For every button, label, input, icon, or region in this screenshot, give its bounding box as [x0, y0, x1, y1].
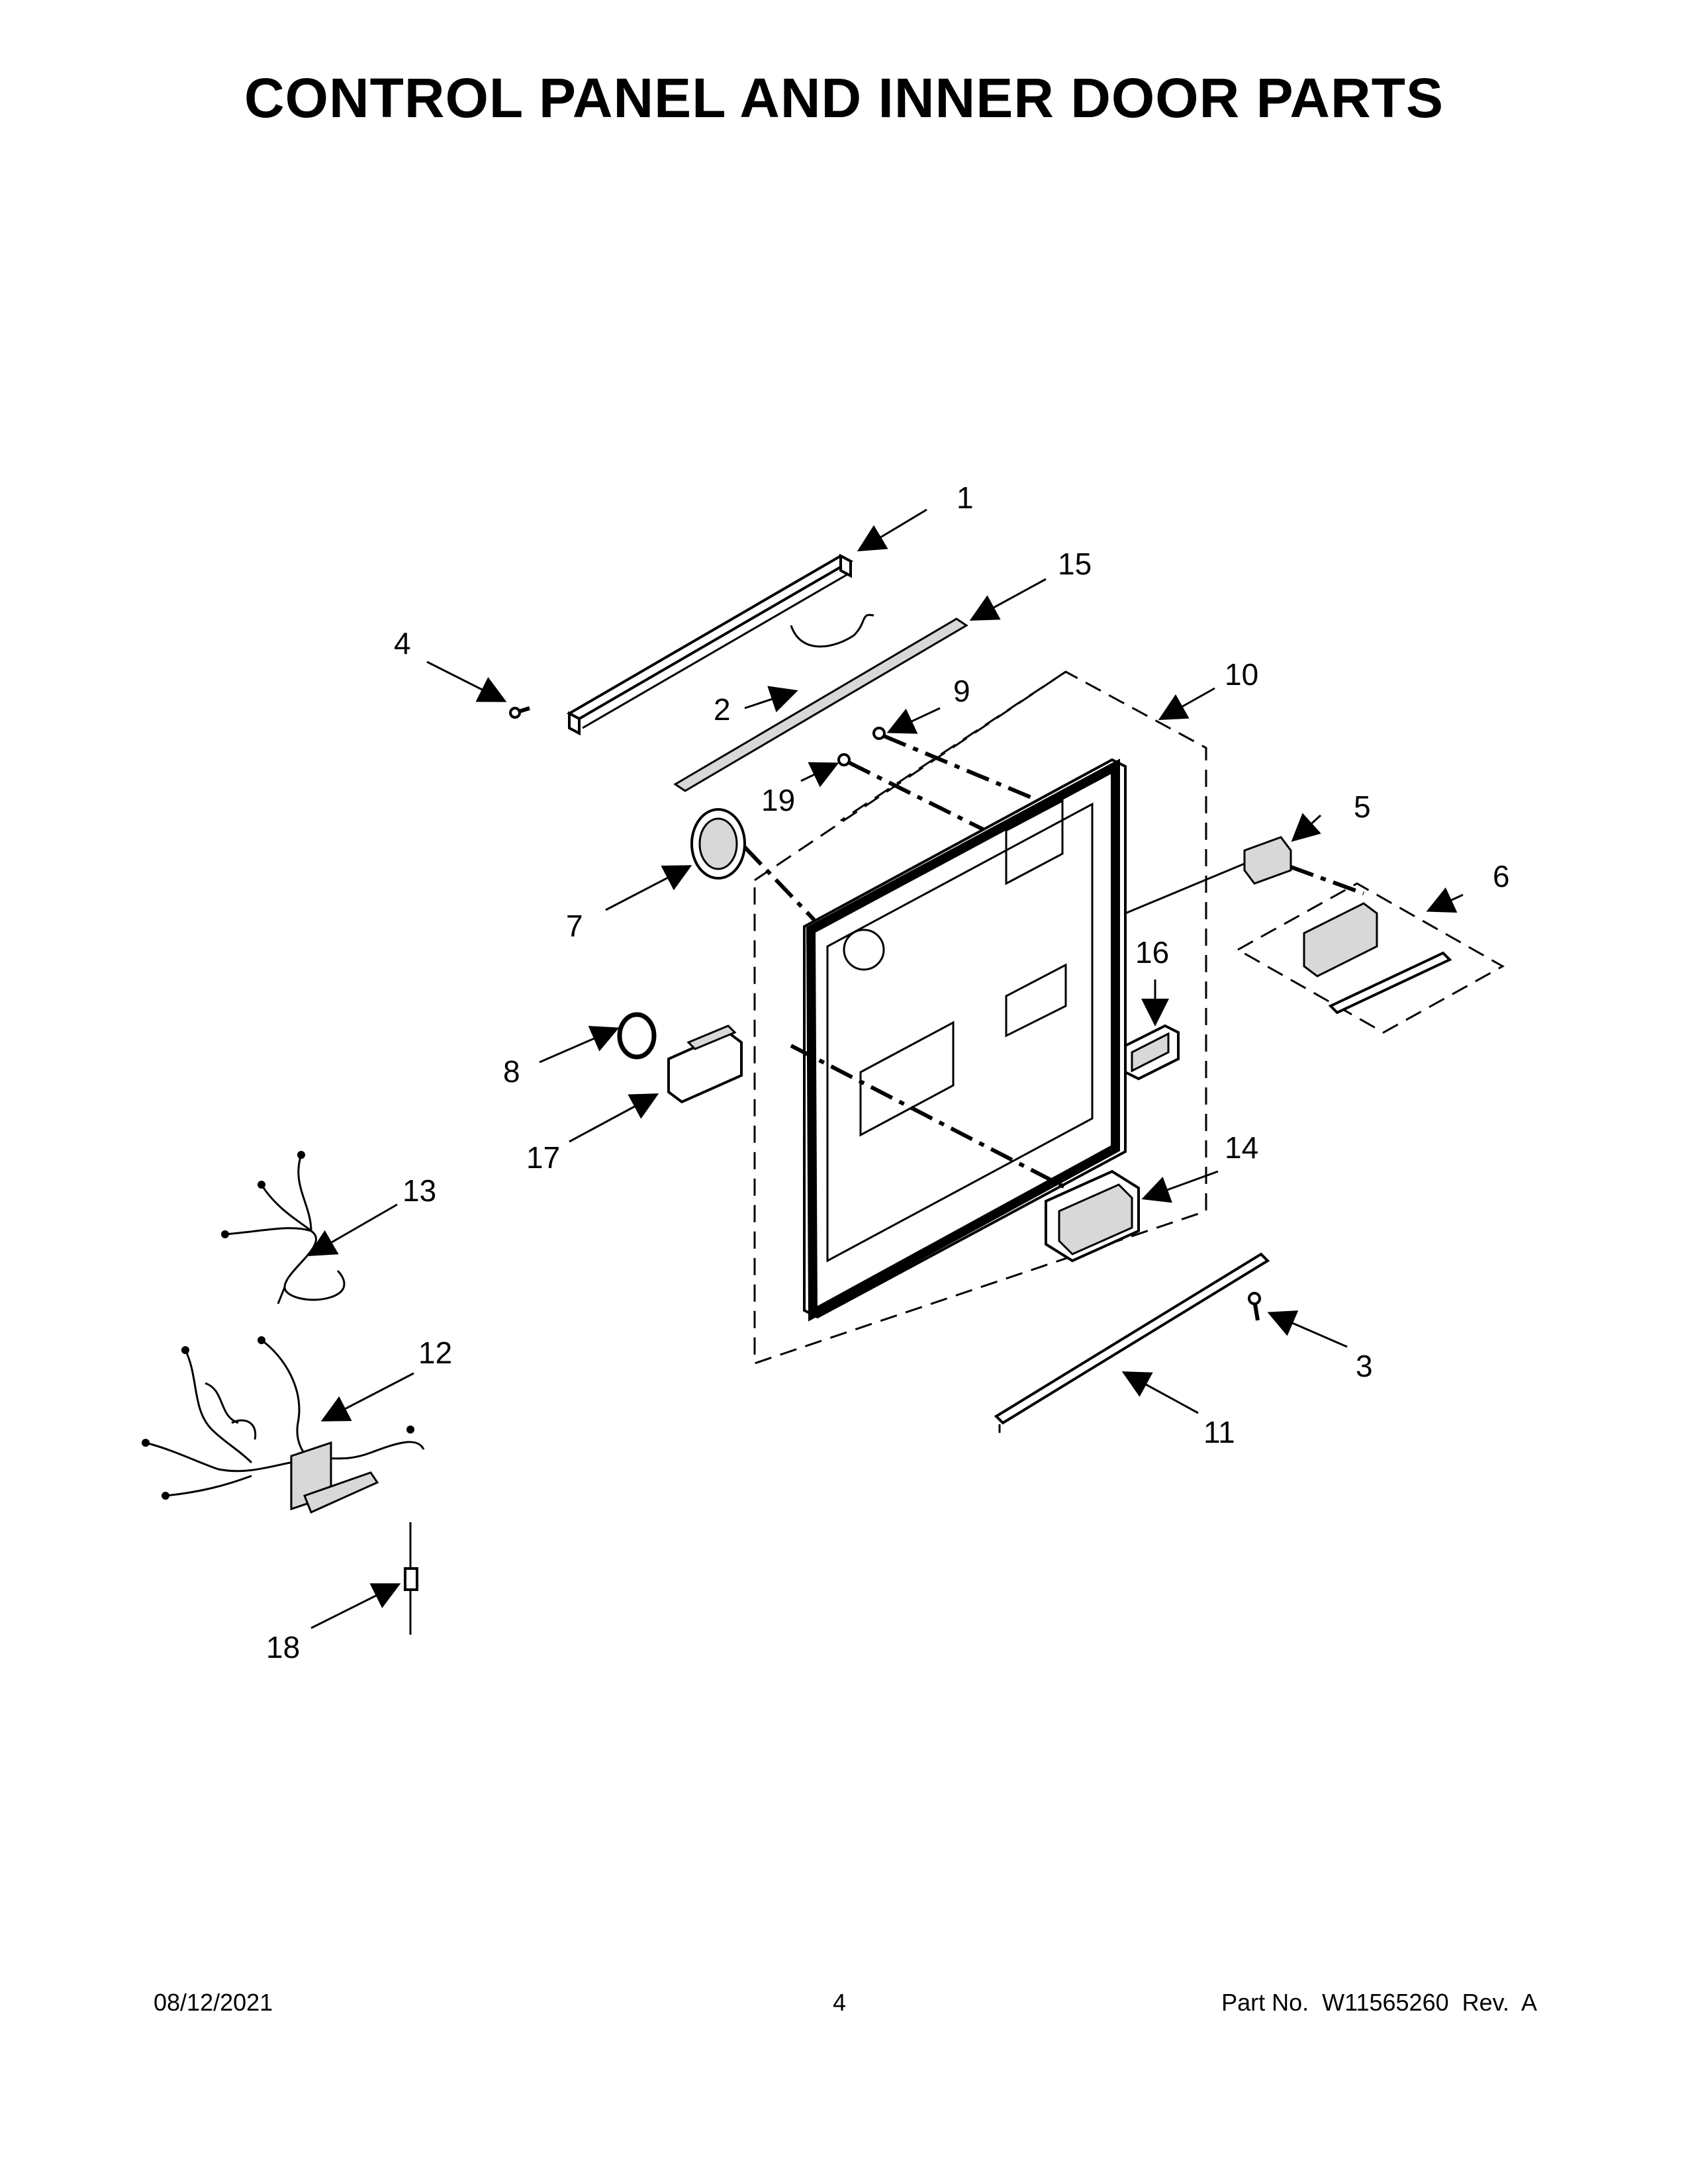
callout-13: 13 — [402, 1173, 436, 1208]
part-8-seal-ring — [617, 1012, 657, 1060]
part-6-control-board — [1237, 882, 1505, 1034]
callout-19: 19 — [761, 783, 795, 817]
part-2-wire — [790, 614, 874, 648]
callout-10: 10 — [1225, 657, 1258, 692]
part-7-vent — [690, 808, 816, 922]
part-11-trim-strip — [994, 1252, 1270, 1433]
callout-14: 14 — [1225, 1130, 1258, 1165]
leader-lines — [307, 508, 1464, 1629]
callout-18: 18 — [266, 1630, 300, 1664]
part-16-bracket — [1124, 1024, 1180, 1081]
callout-16: 16 — [1135, 935, 1169, 970]
callout-8: 8 — [503, 1054, 520, 1089]
callout-4: 4 — [394, 626, 411, 660]
callout-6: 6 — [1493, 859, 1510, 893]
callout-15: 15 — [1058, 547, 1092, 581]
part-3-screw — [1248, 1292, 1261, 1321]
part-13-wire-harness — [221, 1151, 346, 1304]
callout-9: 9 — [953, 674, 970, 708]
callout-17: 17 — [526, 1140, 560, 1175]
part-15-gasket — [673, 617, 968, 792]
part-12-main-harness — [142, 1336, 425, 1514]
callout-labels: 1 15 4 2 9 10 19 5 7 6 16 8 17 14 13 3 1… — [266, 480, 1510, 1664]
callout-11: 11 — [1203, 1415, 1235, 1449]
callout-7: 7 — [566, 909, 583, 943]
callout-12: 12 — [418, 1336, 452, 1370]
part-18-fitting — [404, 1522, 418, 1635]
page-title: CONTROL PANEL AND INNER DOOR PARTS — [244, 67, 1444, 129]
part-14-dispenser — [1045, 1169, 1140, 1263]
part-4-screw — [509, 706, 530, 719]
footer-part-number: Part No. W11565260 Rev. A — [1221, 1989, 1537, 2016]
part-1-control-console — [566, 553, 854, 736]
callout-2: 2 — [714, 692, 731, 727]
callout-5: 5 — [1354, 790, 1371, 824]
callout-3: 3 — [1356, 1349, 1373, 1383]
footer-page-number: 4 — [833, 1989, 847, 2016]
door-assembly-outline — [753, 670, 1207, 1365]
part-17-latch — [667, 1024, 743, 1104]
callout-1: 1 — [957, 480, 974, 515]
part-5-switch — [1125, 836, 1365, 915]
footer-date: 08/12/2021 — [154, 1989, 273, 2016]
part-10-inner-door — [790, 758, 1127, 1322]
